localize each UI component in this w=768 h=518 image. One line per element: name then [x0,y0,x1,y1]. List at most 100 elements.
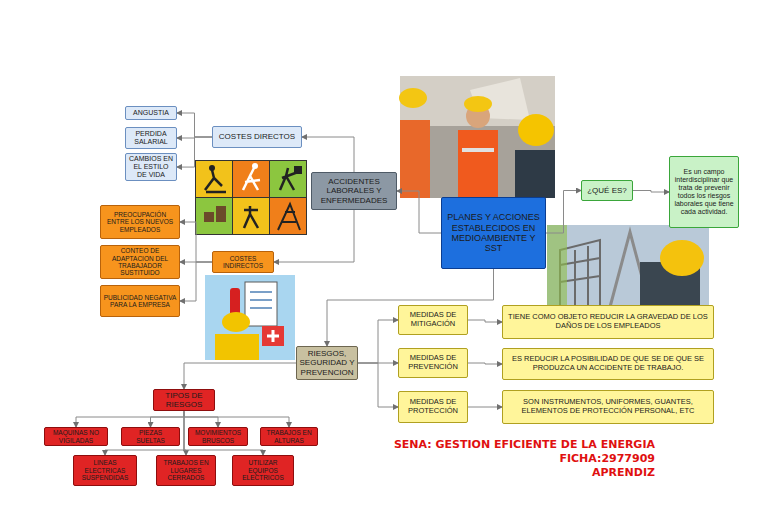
connector-line [327,269,494,346]
glove-hand [547,225,567,307]
tripping-figure [243,168,260,190]
text-stack: MEDIDAS DE PROTECCIÓN [401,398,465,415]
text-stack: ACCIDENTES LABORALES Y ENFERMEDADES [314,177,394,205]
figure-head [252,163,258,169]
text-stack: TIPOS DE RIESGOS [156,391,212,409]
falling-figure [205,170,226,192]
signs-frame [195,160,307,235]
question-box: ¿QUÉ ES? [581,180,633,201]
text-stack: LINEAS ELECTRICAS SUSPENDIDAS [76,459,134,481]
text-stack: ANGUSTIA [133,109,169,117]
measure-box: MEDIDAS DE PREVENCIÓN [398,348,468,378]
node-text: UTILIZAR EQUIPOS ELECTRICOS [235,459,291,481]
text-stack: COSTES INDIRECTOS [215,255,271,270]
node-text: Es un campo interdisciplinar que trata d… [672,168,736,216]
node-text: COSTES DIRECTOS [219,132,295,141]
node-text: RIESGOS, SEGURIDAD Y PREVENCION [299,349,355,377]
box-load [216,206,226,222]
node-text: TRABAJOS EN ALTURAS [263,429,315,444]
measure-box: SON INSTRUMENTOS, UNIFORMES, GUANTES, EL… [502,390,714,424]
risk-box: LINEAS ELECTRICAS SUSPENDIDAS [73,455,137,486]
sign-tile [270,161,306,197]
connector-line [184,411,263,455]
connector-line [184,411,289,427]
text-stack: SON INSTRUMENTOS, UNIFORMES, GUANTES, EL… [505,398,711,415]
node-text: ANGUSTIA [133,109,169,117]
effect-box: COSTES INDIRECTOS [212,251,274,273]
node-text: MEDIDAS DE MITIGACIÓN [401,311,465,328]
figure-head [209,165,215,171]
node-text: SON INSTRUMENTOS, UNIFORMES, GUANTES, EL… [505,398,711,415]
text-stack: TRABAJOS EN ALTURAS [263,429,315,444]
box-load [294,166,302,174]
node-text: ¿QUÉ ES? [587,186,627,195]
node-text: CONTEO DE ADAPTACION DEL TRABAJADOR SUST… [103,247,177,277]
connector-line [633,191,669,193]
risk-box: TRABAJOS EN LUGARES CERRADOS [156,455,216,486]
node-text: PLANES Y ACCIONES ESTABLECIDOS EN MEDIOA… [444,212,543,253]
connector-line [180,222,212,262]
text-stack: PERDIDA SALARIAL [128,130,174,146]
connector-line [151,411,185,427]
connector-line [358,363,398,407]
footer-note: APRENDIZ [592,466,655,479]
measure-box: MEDIDAS DE PROTECCIÓN [398,391,468,423]
risk-box: MOVIMIENTOS BRUSCOS [188,427,248,446]
text-stack: UTILIZAR EQUIPOS ELECTRICOS [235,459,291,481]
connector-line [184,411,218,427]
connector-line [274,210,354,262]
connector-line [468,363,502,364]
text-stack: MEDIDAS DE MITIGACIÓN [401,311,465,328]
photo-background [205,275,295,360]
hard-hat [464,96,492,112]
connector-line [180,262,212,301]
node-text: ES REDUCIR LA POSIBILIDAD DE QUE SE DE Q… [505,355,711,372]
warning-signs [195,160,307,235]
connector-line [468,407,502,408]
connector-line [105,411,184,455]
sign-tile [233,198,269,234]
text-stack: RIESGOS, SEGURIDAD Y PREVENCION [299,349,355,377]
box-load [204,212,214,222]
connector-line [468,320,502,322]
connector-line [358,320,398,363]
first-aid-cross [267,330,279,342]
effect-box: ANGUSTIA [125,106,177,120]
node-text: TRABAJOS EN LUGARES CERRADOS [159,459,213,481]
meeting-photo [399,76,555,198]
measure-box: MEDIDAS DE MITIGACIÓN [398,305,468,335]
category-box: COSTES DIRECTOS [212,126,302,148]
node-text: PREOCUPACIÓN ENTRE LOS NUEVOS EMPLEADOS [103,211,177,233]
sign-tile [270,198,306,234]
connector-line [546,191,581,234]
connector-line [397,191,441,233]
connector-line [184,363,296,389]
hard-hat [399,88,427,108]
effect-box: PERDIDA SALARIAL [125,127,177,149]
node-text: TIPOS DE RIESGOS [156,391,212,409]
definition-box: Es un campo interdisciplinar que trata d… [669,156,739,228]
text-stack: PIEZAS SUELTAS [124,429,177,444]
risk-box: UTILIZAR EQUIPOS ELECTRICOS [232,455,294,486]
node-text: MOVIMIENTOS BRUSCOS [191,429,245,444]
central-box: PLANES Y ACCIONES ESTABLECIDOS EN MEDIOA… [441,197,546,269]
hard-hat [222,312,250,332]
sign-tile [196,198,232,234]
safety-vest [458,130,498,198]
connector-line [76,411,184,427]
effect-box: PUBLICIDAD NEGATIVA PARA LA EMPRESA [100,285,180,317]
node-text: ACCIDENTES LABORALES Y ENFERMEDADES [314,177,394,205]
node-text: LINEAS ELECTRICAS SUSPENDIDAS [76,459,134,481]
safety-photo [205,275,295,360]
text-stack: TRABAJOS EN LUGARES CERRADOS [159,459,213,481]
measure-box: TIENE COMO OBJETO REDUCIR LA GRAVEDAD DE… [502,305,714,339]
worker-back [515,150,555,198]
text-stack: MAQUINAS NO VIGILADAS [47,429,105,444]
fire-extinguisher [230,288,240,316]
vest-stripe [462,148,494,152]
checklist-lines [250,292,272,308]
measure-box: ES REDUCIR LA POSIBILIDAD DE QUE SE DE Q… [502,348,714,380]
text-stack: MOVIMIENTOS BRUSCOS [191,429,245,444]
ladder-symbol [278,204,300,230]
text-stack: TIENE COMO OBJETO REDUCIR LA GRAVEDAD DE… [505,313,711,330]
